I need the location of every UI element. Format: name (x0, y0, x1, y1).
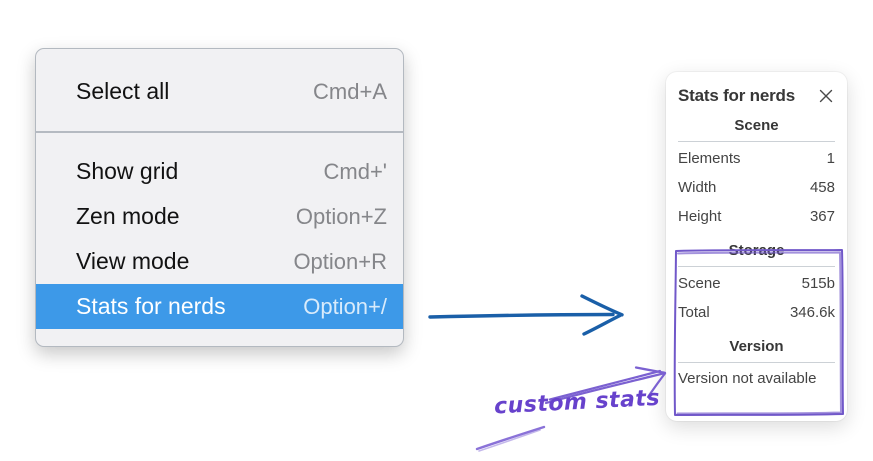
stat-value: 458 (809, 179, 835, 196)
menu-item-label: Select all (76, 78, 170, 104)
menu-section-bottom: Show grid Cmd+' Zen mode Option+Z View m… (36, 133, 403, 347)
menu-item-zen-mode[interactable]: Zen mode Option+Z (36, 194, 403, 239)
context-menu: Select all Cmd+A Show grid Cmd+' Zen mod… (35, 48, 404, 347)
stat-label: Total (678, 304, 710, 321)
stats-row-total-size: Total 346.6k (678, 298, 835, 327)
stats-panel-title: Stats for nerds (678, 86, 795, 105)
section-divider (678, 266, 835, 267)
menu-item-label: Show grid (76, 158, 179, 184)
stat-value: 367 (809, 208, 835, 225)
menu-item-label: View mode (76, 248, 190, 274)
section-heading: Version (729, 338, 784, 355)
stats-row-height: Height 367 (678, 202, 835, 231)
stat-label: Width (678, 179, 717, 196)
menu-item-label: Zen mode (76, 203, 180, 229)
blue-arrow (428, 294, 624, 336)
stat-label: Elements (678, 150, 741, 167)
close-icon[interactable] (817, 87, 835, 105)
menu-item-select-all[interactable]: Select all Cmd+A (36, 69, 403, 114)
stats-section-storage: Storage Scene 515b Total 346.6k (678, 242, 835, 327)
menu-item-shortcut: Cmd+A (313, 78, 387, 104)
section-divider (678, 141, 835, 142)
stat-value: 346.6k (789, 304, 835, 321)
custom-stats-annotation-label: custom stats (493, 385, 661, 420)
purple-arrow (544, 366, 667, 405)
stats-row-scene-size: Scene 515b (678, 269, 835, 298)
stats-panel-header: Stats for nerds (678, 86, 835, 106)
stat-label: Height (678, 208, 722, 225)
stat-label: Scene (678, 275, 721, 292)
menu-item-shortcut: Cmd+' (323, 158, 388, 184)
menu-item-show-grid[interactable]: Show grid Cmd+' (36, 149, 403, 194)
menu-separator (36, 131, 403, 133)
menu-item-view-mode[interactable]: View mode Option+R (36, 239, 403, 284)
stats-row-elements: Elements 1 (678, 144, 835, 173)
stat-value: 515b (801, 275, 835, 292)
underline-stroke (475, 425, 546, 452)
menu-item-label: Stats for nerds (76, 293, 226, 319)
menu-item-shortcut: Option+/ (303, 293, 387, 319)
version-note: Version not available (678, 370, 817, 387)
menu-section-top: Select all Cmd+A (36, 49, 403, 131)
section-heading: Scene (734, 117, 779, 134)
section-divider (678, 362, 835, 363)
stats-section-version: Version Version not available (678, 338, 835, 387)
section-heading: Storage (728, 242, 785, 259)
menu-item-shortcut: Option+R (293, 248, 387, 274)
stats-for-nerds-panel: Stats for nerds Scene Elements 1 Width 4… (666, 72, 847, 421)
stats-row-width: Width 458 (678, 173, 835, 202)
stats-section-scene: Scene Elements 1 Width 458 Height 367 (678, 117, 835, 231)
stat-value: 1 (826, 150, 835, 167)
menu-item-stats-for-nerds[interactable]: Stats for nerds Option+/ (36, 284, 403, 329)
menu-item-shortcut: Option+Z (295, 203, 387, 229)
